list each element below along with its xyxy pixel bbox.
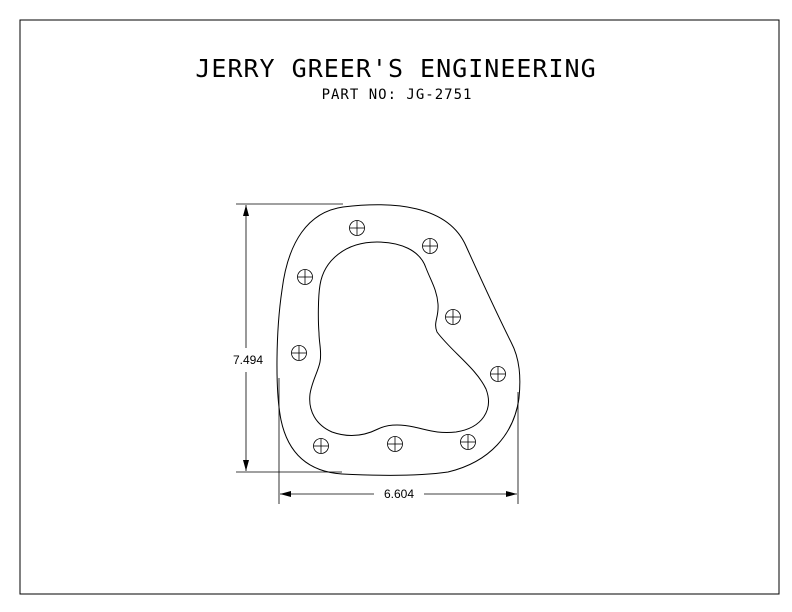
- width-dimension: 6.604: [278, 378, 519, 504]
- height-dimension: 7.494: [233, 203, 343, 473]
- gasket-outer-profile: [276, 204, 521, 476]
- bolt-hole: [291, 345, 307, 361]
- bolt-hole: [490, 366, 506, 382]
- width-arrow-left: [280, 491, 291, 497]
- bolt-hole: [460, 434, 476, 450]
- bolt-hole: [422, 238, 438, 254]
- height-arrow-bottom: [243, 460, 249, 471]
- bolt-hole: [297, 269, 313, 285]
- bolt-hole: [313, 438, 329, 454]
- part-number: PART NO: JG-2751: [322, 87, 473, 103]
- sheet-border: [19, 19, 780, 595]
- height-arrow-top: [243, 205, 249, 216]
- width-dimension-value: 6.604: [384, 487, 414, 501]
- bolt-hole: [349, 220, 365, 236]
- drawing-title: JERRY GREER'S ENGINEERING: [195, 54, 596, 83]
- height-dimension-value: 7.494: [233, 353, 263, 367]
- bolt-hole: [445, 309, 461, 325]
- bolt-hole: [387, 436, 403, 452]
- width-arrow-right: [506, 491, 517, 497]
- gasket-inner-opening: [309, 241, 489, 436]
